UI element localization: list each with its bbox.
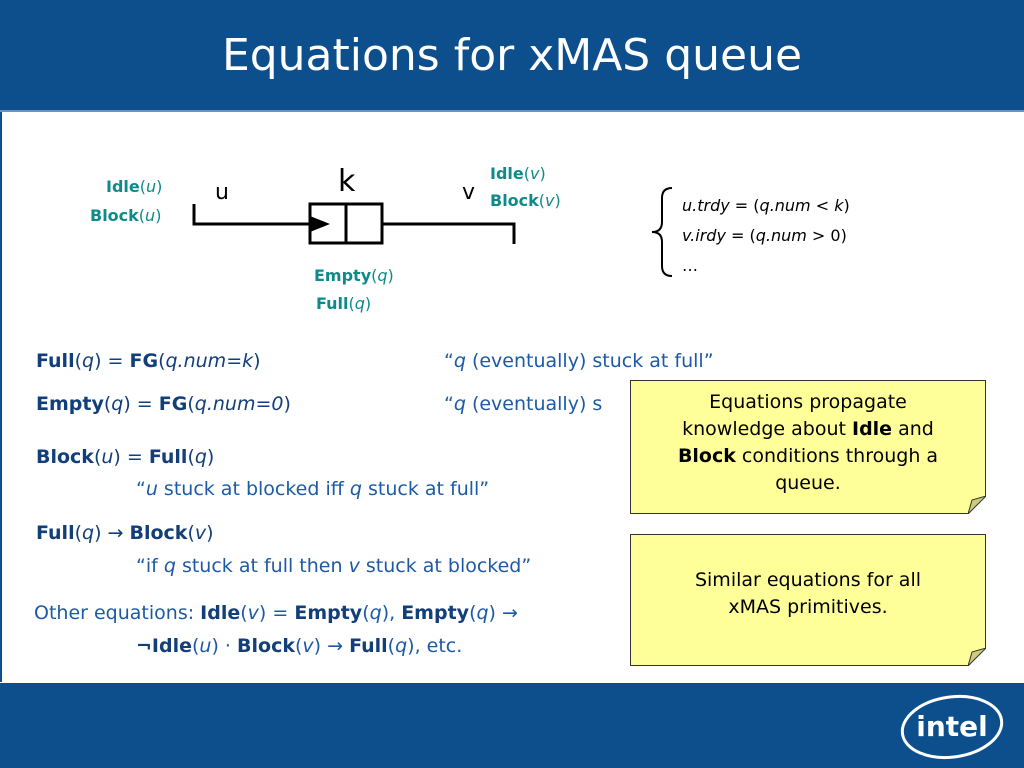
slide-title: Equations for xMAS queue xyxy=(221,30,803,81)
equation-empty-description: “q (eventually) s xyxy=(444,393,603,415)
note-line: xMAS primitives. xyxy=(728,596,888,618)
empty-q-label: Empty(q) xyxy=(314,266,394,285)
queue-size-label: k xyxy=(338,164,356,199)
equation-block: Block(u) = Full(q) xyxy=(36,446,215,468)
left-brace xyxy=(651,187,673,277)
left-border xyxy=(0,112,2,682)
arrow-head xyxy=(310,216,330,232)
full-q-label: Full(q) xyxy=(316,294,372,313)
note-line: Block conditions through a xyxy=(677,445,939,467)
queue-diagram xyxy=(192,202,516,245)
svg-text:intel: intel xyxy=(916,710,988,743)
other-equations-line2: ¬Idle(u) · Block(v) → Full(q), etc. xyxy=(136,635,463,657)
equation-empty: Empty(q) = FG(q.num=0) xyxy=(36,393,291,415)
page-fold-icon xyxy=(968,648,986,666)
note-line: Similar equations for all xyxy=(694,569,922,591)
other-equations-line1: Other equations: Idle(v) = Empty(q), Emp… xyxy=(34,602,518,624)
input-channel xyxy=(192,204,310,226)
output-channel xyxy=(382,222,516,244)
ellipsis: … xyxy=(682,256,698,275)
idle-u-label: Idle(u) xyxy=(106,177,163,196)
irdy-equation: v.irdy = (q.num > 0) xyxy=(682,226,847,245)
equation-full-implies-block-description: “if q stuck at full then v stuck at bloc… xyxy=(136,555,532,577)
equation-full-description: “q (eventually) stuck at full” xyxy=(444,350,714,372)
equation-full-implies-block: Full(q) → Block(v) xyxy=(36,522,214,544)
trdy-equation: u.trdy = (q.num < k) xyxy=(682,196,850,215)
title-bar: Equations for xMAS queue xyxy=(0,0,1024,112)
channel-u-label: u xyxy=(215,180,229,205)
block-v-label: Block(v) xyxy=(490,191,561,210)
intel-logo: intel xyxy=(900,694,1004,760)
footer-bar: intel xyxy=(0,683,1024,768)
channel-v-label: v xyxy=(462,180,476,205)
note-propagate: Equations propagate knowledge about Idle… xyxy=(630,380,986,514)
block-u-label: Block(u) xyxy=(90,206,162,225)
note-line: Equations propagate xyxy=(709,391,907,413)
idle-v-label: Idle(v) xyxy=(490,164,546,183)
note-line: queue. xyxy=(775,472,841,494)
equation-full: Full(q) = FG(q.num=k) xyxy=(36,350,261,372)
page-fold-icon xyxy=(968,496,986,514)
note-similar: Similar equations for all xMAS primitive… xyxy=(630,534,986,666)
note-line: knowledge about Idle and xyxy=(682,418,934,440)
equation-block-description: “u stuck at blocked iff q stuck at full” xyxy=(136,478,490,500)
